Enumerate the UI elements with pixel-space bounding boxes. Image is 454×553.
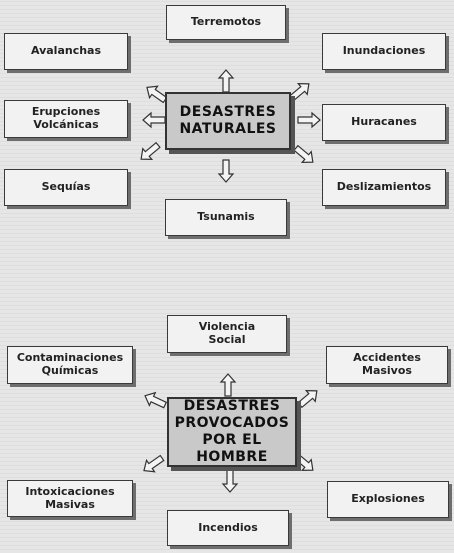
label-explosiones: Explosiones (351, 492, 425, 506)
arrow-to-terremotos (218, 69, 234, 93)
label-terremotos: Terremotos (190, 15, 262, 29)
box-contaminaciones: Contaminaciones Químicas (7, 346, 133, 384)
box-huracanes: Huracanes (322, 104, 446, 141)
label-tsunamis: Tsunamis (197, 210, 255, 224)
box-violencia-social: Violencia Social (167, 315, 287, 353)
arrow-to-sequias (136, 139, 164, 166)
arrow-to-deslizamientos (290, 142, 318, 169)
label-accidentes: Accidentes Masivos (353, 351, 421, 377)
center-desastres-naturales: DESASTRES NATURALES (165, 92, 291, 150)
label-intoxicaciones: Intoxicaciones Masivas (25, 484, 115, 511)
label-erupciones: Erupciones Volcánicas (31, 105, 101, 131)
label-inundaciones: Inundaciones (342, 44, 426, 58)
box-inundaciones: Inundaciones (322, 33, 446, 70)
arrow-to-violencia (220, 373, 236, 397)
box-deslizamientos: Deslizamientos (322, 169, 446, 206)
arrow-to-contaminaciones (141, 388, 169, 412)
box-explosiones: Explosiones (327, 481, 449, 518)
label-avalanchas: Avalanchas (30, 44, 102, 58)
arrow-to-inundaciones (286, 77, 314, 104)
label-violencia-social: Violencia Social (198, 320, 256, 346)
arrow-to-intoxicaciones (139, 451, 167, 477)
box-incendios: Incendios (167, 510, 289, 546)
box-terremotos: Terremotos (166, 5, 286, 40)
title-desastres-naturales: DESASTRES NATURALES (179, 104, 277, 137)
arrow-to-huracanes (297, 112, 321, 128)
title-desastres-provocados: DESASTRES PROVOCADOS POR EL HOMBRE (174, 398, 290, 465)
box-accidentes: Accidentes Masivos (326, 346, 448, 384)
arrow-to-incendios (222, 469, 238, 493)
arrow-to-erupciones (142, 112, 166, 128)
box-tsunamis: Tsunamis (165, 199, 287, 236)
box-sequias: Sequías (4, 169, 128, 206)
arrow-to-accidentes (294, 384, 322, 411)
center-desastres-provocados: DESASTRES PROVOCADOS POR EL HOMBRE (167, 397, 297, 467)
box-avalanchas: Avalanchas (4, 33, 128, 70)
label-incendios: Incendios (198, 520, 258, 534)
label-sequias: Sequías (41, 180, 91, 194)
box-intoxicaciones: Intoxicaciones Masivas (7, 480, 133, 517)
label-contaminaciones: Contaminaciones Químicas (16, 351, 124, 377)
box-erupciones: Erupciones Volcánicas (4, 100, 128, 138)
arrow-to-tsunamis (218, 159, 234, 183)
label-huracanes: Huracanes (351, 115, 417, 129)
label-deslizamientos: Deslizamientos (336, 180, 432, 194)
